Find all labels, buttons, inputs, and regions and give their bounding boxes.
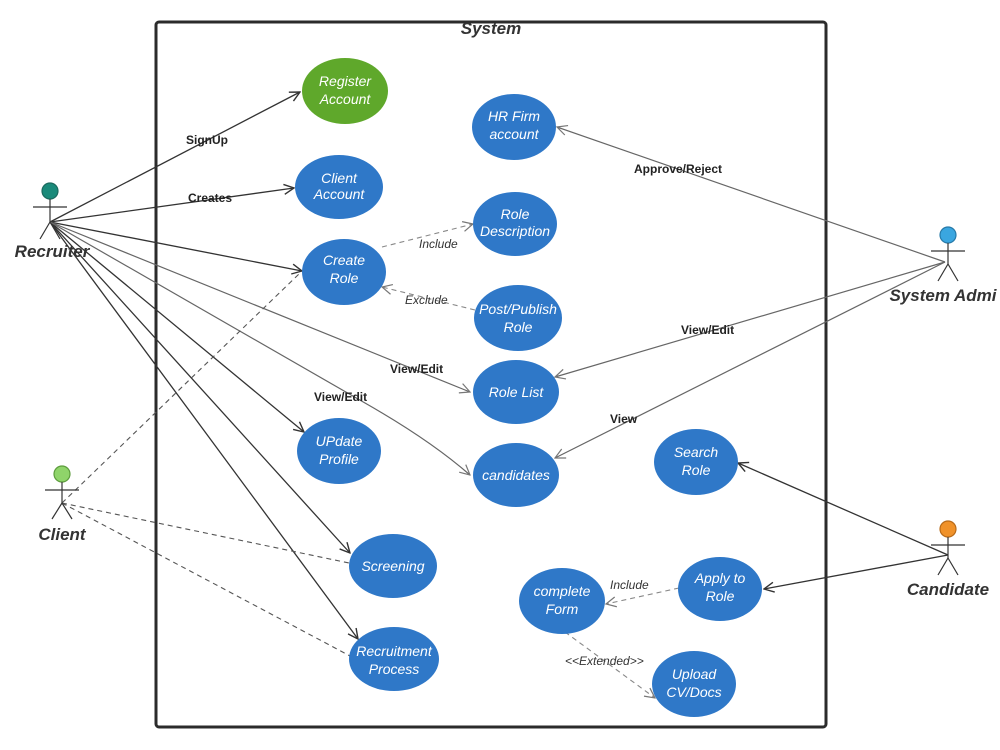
use-case-apply-to-role[interactable]: Apply to Role [678,557,762,621]
edge-recruiter-create-role [49,221,302,271]
edge-admin-hr-firm [557,127,946,263]
use-case-screening[interactable]: Screening [349,534,437,598]
edge-recruiter-screening [49,221,350,553]
actor-candidate[interactable] [931,520,965,576]
label-extended: <<Extended>> [565,654,644,668]
use-case-label: Role [706,588,735,604]
actor-client[interactable] [45,465,79,520]
use-case-client-account[interactable]: Client Account [295,155,383,219]
actor-system-admin-label: System Admi [889,286,997,305]
recruiter-view-edges [49,221,470,475]
include-exclude-edges [381,224,680,698]
use-case-label: Client [321,170,358,186]
actor-recruiter[interactable] [33,182,67,240]
use-case-label: Role [504,319,533,335]
use-case-label: Apply to [694,570,746,586]
edge-post-role-exclude [382,287,476,311]
actor-head-icon [41,182,59,200]
use-case-label: UPdate [316,433,363,449]
use-case-complete-form[interactable]: complete Form [519,568,605,634]
candidate-associations [738,463,949,589]
actor-head-icon [939,226,957,244]
label-creates: Creates [188,191,232,205]
label-include-role-desc: Include [419,237,458,251]
use-case-label: Upload [672,666,718,682]
actor-candidate-label: Candidate [907,580,989,599]
edge-apply-include-form [606,587,680,604]
label-signup: SignUp [186,133,228,147]
use-case-label: Process [369,661,420,677]
use-case-candidates[interactable]: candidates [473,443,559,507]
edge-form-extended-upload [564,631,655,698]
use-case-label: CV/Docs [666,684,721,700]
client-associations [61,272,353,658]
use-case-label: Register [319,73,372,89]
use-case-label: Screening [361,558,424,574]
use-case-label: Role List [489,384,545,400]
use-case-create-role[interactable]: Create Role [302,239,386,305]
use-case-search-role[interactable]: Search Role [654,429,738,495]
use-case-label: Account [313,186,366,202]
edge-client-recruitment [61,502,353,658]
actor-head-icon [53,465,71,483]
use-case-role-description[interactable]: Role Description [473,192,557,256]
edge-recruiter-role-list [49,221,470,392]
label-approve-reject: Approve/Reject [634,162,722,176]
use-case-label: Account [319,91,372,107]
admin-associations [555,127,946,458]
edge-recruiter-client-account [49,188,294,223]
use-case-label: Create [323,252,365,268]
label-exclude: Exclude [405,293,448,307]
use-case-role-list[interactable]: Role List [473,360,559,424]
edge-client-create-role [61,272,301,504]
use-case-register-account[interactable]: Register Account [302,58,388,124]
recruiter-associations [49,92,358,639]
actor-recruiter-label: Recruiter [15,242,91,261]
use-case-post-publish-role[interactable]: Post/Publish Role [474,285,562,351]
actor-system-admin[interactable] [931,226,965,282]
edge-candidate-apply [764,554,949,589]
edge-recruiter-register [49,92,300,223]
edge-recruiter-update-profile [49,221,304,432]
label-view-admin: View [610,412,638,426]
use-case-update-profile[interactable]: UPdate Profile [297,418,381,484]
edge-recruiter-recruitment [49,221,358,639]
edge-client-screening [61,502,350,564]
edge-recruiter-candidates [49,221,470,475]
use-case-label: HR Firm [488,108,540,124]
use-case-label: Form [546,601,579,617]
use-case-upload-cv-docs[interactable]: Upload CV/Docs [652,651,736,717]
use-case-label: candidates [482,467,550,483]
label-view-edit-role-list: View/Edit [390,362,443,376]
label-include-form: Include [610,578,649,592]
use-case-label: Post/Publish [479,301,557,317]
use-case-label: Role [501,206,530,222]
edge-admin-candidates [555,261,946,458]
system-label: System [461,19,521,38]
use-case-label: Role [330,270,359,286]
use-case-recruitment-process[interactable]: Recruitment Process [349,627,439,691]
use-case-label: Recruitment [356,643,433,659]
use-case-hr-firm-account[interactable]: HR Firm account [472,94,556,160]
use-case-label: Search [674,444,719,460]
edge-create-role-include [381,224,473,248]
actor-head-icon [939,520,957,538]
use-case-label: complete [534,583,591,599]
system-boundary [154,20,828,729]
actor-client-label: Client [38,525,87,544]
label-view-edit-candidates: View/Edit [314,390,367,404]
use-case-label: account [489,126,539,142]
use-case-label: Description [480,223,550,239]
use-case-label: Role [682,462,711,478]
edge-candidate-search [738,463,949,556]
edge-admin-role-list [555,261,946,377]
label-view-edit-admin: View/Edit [681,323,734,337]
use-case-label: Profile [319,451,359,467]
